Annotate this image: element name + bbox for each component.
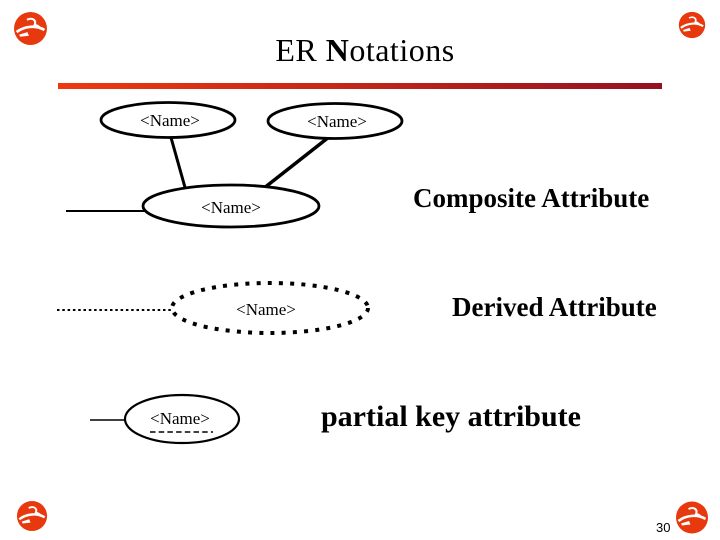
- name-label: <Name>: [150, 409, 210, 428]
- caption-derived-attribute: Derived Attribute: [452, 292, 657, 322]
- derived-attribute-figure: <Name>: [57, 281, 370, 335]
- name-label: <Name>: [140, 111, 200, 130]
- page-title: ER Notations: [0, 32, 720, 69]
- title-part-2-bold: N: [325, 32, 350, 68]
- partial-key-attribute-figure: <Name>: [90, 393, 241, 445]
- title-divider: [58, 83, 662, 89]
- attribute-ellipse: [141, 183, 321, 229]
- connector-line: [257, 135, 331, 194]
- attribute-ellipse: [266, 102, 404, 140]
- composite-attribute-figure: <Name> <Name> <Name>: [66, 101, 404, 229]
- name-label: <Name>: [307, 112, 367, 131]
- crest-icon: [13, 11, 48, 46]
- crest-icon: [675, 500, 709, 535]
- page-number: 30: [656, 520, 671, 535]
- title-part-3: otations: [349, 32, 455, 68]
- crest-icon: [678, 11, 706, 39]
- title-part-1: ER: [275, 32, 326, 68]
- name-label: <Name>: [236, 300, 296, 319]
- caption-partial-key-attribute: partial key attribute: [321, 400, 581, 433]
- connector-line: [168, 133, 188, 192]
- crest-icon: [16, 499, 48, 533]
- name-label: <Name>: [201, 198, 261, 217]
- attribute-ellipse: [123, 393, 241, 445]
- attribute-ellipse: [99, 101, 237, 139]
- dotted-attribute-ellipse: [170, 281, 370, 335]
- caption-composite-attribute: Composite Attribute: [413, 183, 650, 213]
